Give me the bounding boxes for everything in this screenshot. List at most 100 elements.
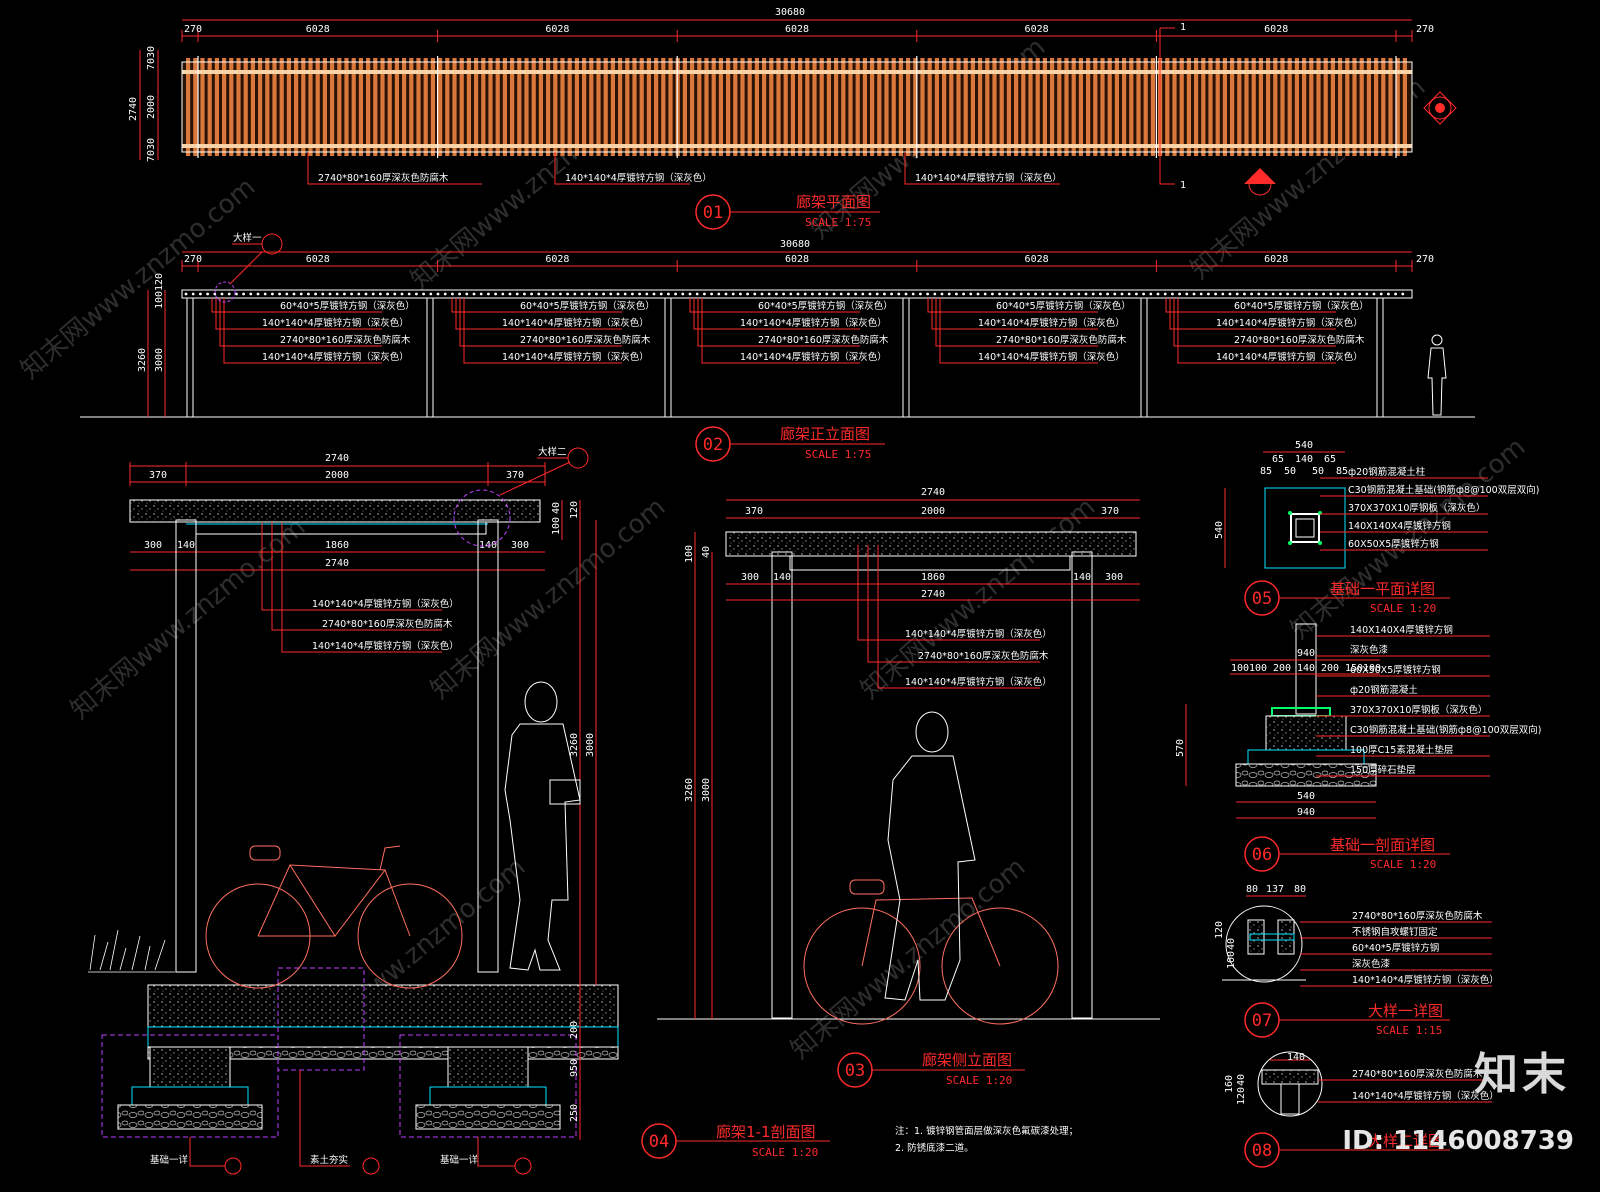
bead	[609, 292, 613, 296]
slat	[1266, 58, 1271, 156]
section-1-1: 2740 370 2000 370 300 140 1860 140 300 2…	[88, 446, 1078, 1175]
slat	[1006, 58, 1011, 156]
bead	[335, 292, 339, 296]
section-cut-marker	[1159, 27, 1175, 185]
slat	[690, 58, 695, 156]
elev-note: 2740*80*160厚深灰色防腐木	[1234, 334, 1365, 346]
side-note-3: 140*140*4厚镀锌方钢（深灰色）	[905, 676, 1052, 688]
elev-note: 140*140*4厚镀锌方钢（深灰色）	[978, 351, 1125, 363]
slat	[639, 58, 644, 156]
slat	[1021, 58, 1026, 156]
fp-dim-b: 140	[1295, 454, 1313, 465]
slat	[466, 58, 471, 156]
detail-note: 深灰色漆	[1352, 958, 1391, 970]
bead	[1099, 292, 1102, 296]
side-top-right: 370	[1101, 506, 1119, 517]
detail-tag-1: 大样一	[214, 232, 283, 303]
bead	[278, 292, 281, 296]
slat	[589, 58, 594, 156]
detail-note: C30钢筋混凝土基础(钢筋ф8@100双层双向)	[1350, 724, 1541, 736]
plan-height-total: 2740	[128, 97, 139, 121]
slat	[1165, 58, 1170, 156]
bead	[1307, 292, 1311, 296]
title-05: 05 基础一平面详图 SCALE 1:20	[1244, 580, 1450, 616]
bead	[429, 292, 433, 296]
slat	[963, 58, 968, 156]
slat	[956, 58, 961, 156]
slat	[1028, 58, 1033, 156]
slat	[834, 58, 839, 156]
slat	[819, 58, 824, 156]
slat	[250, 58, 255, 156]
elev-note: 140*140*4厚镀锌方钢（深灰色）	[262, 351, 409, 363]
sec-right-total: 3260	[569, 733, 580, 757]
slat	[229, 58, 234, 156]
bead	[1271, 292, 1275, 296]
slat	[286, 58, 291, 156]
slat	[870, 58, 875, 156]
svg-text:SCALE 1:20: SCALE 1:20	[1370, 602, 1436, 615]
detail-note: 370X370X10厚钢板（深灰色）	[1348, 502, 1485, 514]
d1-dim-c: 80	[1294, 884, 1306, 895]
elevation-arrow-bottom-icon	[1244, 168, 1276, 196]
elev-post	[1376, 297, 1384, 418]
slat	[517, 58, 522, 156]
foundation-tag-2: 素土夯实	[310, 1154, 348, 1166]
bead	[911, 292, 915, 296]
slat	[308, 58, 313, 156]
slat	[783, 58, 788, 156]
bead	[847, 292, 850, 296]
bead	[573, 292, 577, 296]
fp-dim-d: 85	[1260, 466, 1272, 477]
slat	[1258, 58, 1263, 156]
slat	[344, 58, 349, 156]
slat	[1114, 58, 1119, 156]
svg-text:基础一剖面详图: 基础一剖面详图	[1330, 836, 1435, 854]
detail-note: 60*40*5厚镀锌方钢	[1352, 942, 1439, 954]
bead	[1185, 292, 1189, 296]
elev-overall-dim: 30680	[780, 239, 810, 250]
detail-note: 100厚C15素混凝土垫层	[1350, 744, 1453, 756]
sec-mid-total: 2740	[325, 558, 349, 569]
slat	[1381, 58, 1386, 156]
bead	[1156, 292, 1160, 296]
detail-note: 深灰色漆	[1350, 644, 1389, 656]
side-height-b: 100	[684, 545, 695, 563]
slat	[272, 58, 277, 156]
slat	[574, 58, 579, 156]
sec-top-total: 2740	[325, 453, 349, 464]
slat	[1316, 58, 1321, 156]
slat	[1352, 58, 1357, 156]
bead	[883, 292, 886, 296]
svg-text:大样二: 大样二	[538, 446, 567, 458]
bead	[1207, 292, 1210, 296]
slat	[776, 58, 781, 156]
slat	[236, 58, 241, 156]
bead	[465, 292, 469, 296]
slat	[1100, 58, 1105, 156]
slat	[474, 58, 479, 156]
sec-mid-c: 1860	[325, 540, 349, 551]
bead	[400, 292, 404, 296]
d2-h-b: 40	[1236, 1074, 1247, 1086]
bead	[1300, 292, 1304, 296]
bead	[508, 292, 512, 296]
svg-text:SCALE 1:20: SCALE 1:20	[1370, 858, 1436, 871]
slat	[841, 58, 846, 156]
svg-text:03: 03	[845, 1061, 865, 1081]
side-mid-d: 140	[1073, 572, 1091, 583]
slat	[1201, 58, 1206, 156]
bead	[544, 292, 548, 296]
bead	[314, 292, 317, 296]
slat	[826, 58, 831, 156]
svg-text:SCALE 1:15: SCALE 1:15	[1376, 1024, 1442, 1037]
slat	[1172, 58, 1177, 156]
bead	[299, 292, 303, 296]
bay-dim: 270	[1416, 254, 1434, 265]
d1-h-c: 100	[1226, 951, 1237, 969]
bead	[1199, 292, 1203, 296]
slat	[1042, 58, 1047, 156]
slat	[366, 58, 371, 156]
